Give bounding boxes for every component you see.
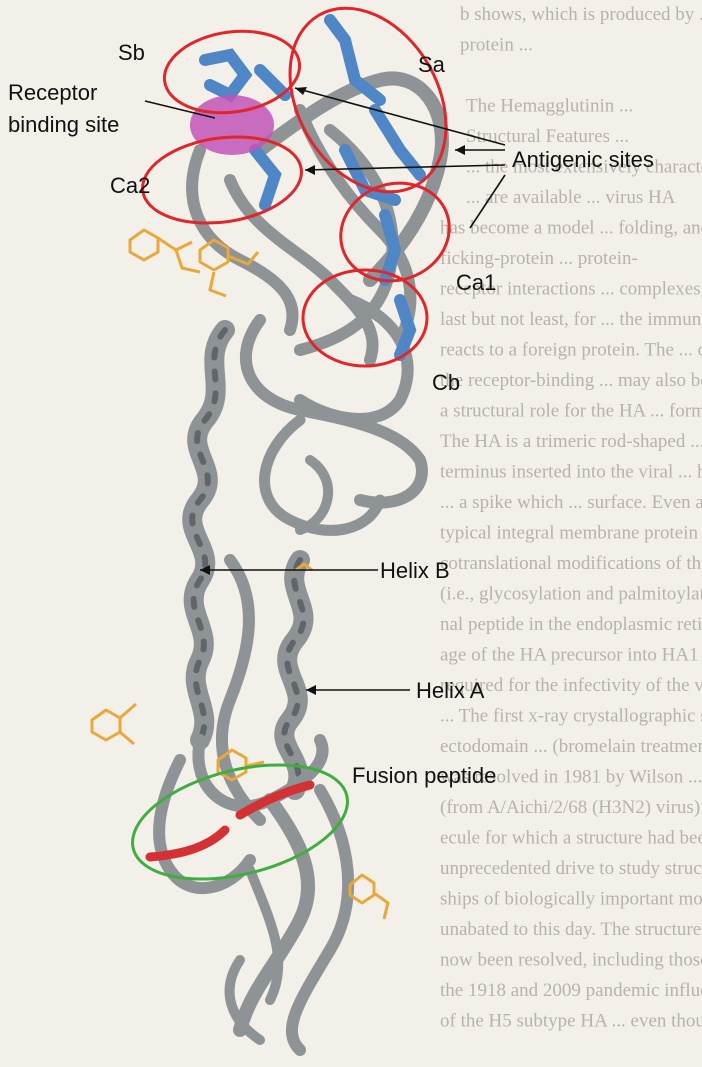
label-helix-a: Helix A: [416, 678, 485, 703]
background-text-line: now been resolved, including those of th…: [440, 950, 702, 971]
background-text-line: a structural role for the HA ... formati…: [440, 401, 702, 422]
background-text-line: terminus inserted into the viral ... hyd…: [440, 462, 702, 483]
background-text-line: (from A/Aichi/2/68 (H3N2) virus) was the…: [440, 797, 702, 818]
background-text-line: age of the HA precursor into HA1 and HA2…: [440, 645, 702, 666]
label-sb: Sb: [118, 40, 145, 65]
background-text-line: protein ...: [460, 35, 533, 56]
label-antigenic-sites: Antigenic sites: [512, 147, 654, 172]
background-text-line: The HA is a trimeric rod-shaped ... the …: [440, 431, 702, 452]
background-text-line: the 1918 and 2009 pandemic influenza vir…: [440, 980, 702, 1001]
background-text-line: b shows, which is produced by ... influe…: [460, 4, 702, 25]
background-text-line: Structural Features ...: [466, 126, 629, 147]
background-text-line: has become a model ... folding, and traf…: [440, 218, 702, 239]
label-receptor-line1: Receptor: [8, 80, 97, 105]
receptor-binding-site-blob: [190, 95, 274, 155]
label-ca1: Ca1: [456, 270, 496, 295]
background-text-line: nal peptide in the endoplasmic reticulum…: [440, 614, 702, 635]
background-text-line: unabated to this day. The structures of …: [440, 919, 702, 940]
label-receptor-line2: binding site: [8, 112, 119, 137]
label-sa: Sa: [418, 52, 446, 77]
background-text-line: (i.e., glycosylation and palmitoylation)…: [440, 584, 702, 605]
label-ca2: Ca2: [110, 173, 150, 198]
background-text-line: The Hemagglutinin ...: [466, 96, 633, 117]
background-text-line: last but not least, for ... the immune s…: [440, 309, 702, 330]
background-text-line: ... The first x-ray crystallographic str…: [440, 706, 702, 727]
background-text-line: of the H5 subtype HA ... even though: [440, 1011, 702, 1032]
background-text-line: cotranslational modifications of the pre…: [440, 553, 702, 574]
background-text-line: typical integral membrane protein ... wa…: [440, 523, 702, 544]
background-text-line: reacts to a foreign protein. The ... of …: [440, 340, 702, 361]
label-cb: Cb: [432, 370, 460, 395]
background-text-line: ... a spike which ... surface. Even a: [440, 492, 702, 513]
background-text-line: ficking-protein ... protein-: [440, 248, 638, 269]
background-text-line: ... are available ... virus HA: [466, 187, 676, 208]
background-text-line: ships of biologically important molecule…: [440, 889, 702, 910]
background-text-line: unprecedented drive to study structure-f…: [440, 858, 702, 879]
background-text-line: ectodomain ... (bromelain treatment): [440, 736, 702, 757]
sa-ellipse: [258, 0, 477, 220]
background-text-line: the receptor-binding ... may also be: [440, 370, 702, 391]
background-text-line: ecule for which a structure had been sol…: [440, 828, 702, 849]
label-fusion-peptide: Fusion peptide: [352, 763, 496, 788]
label-helix-b: Helix B: [380, 558, 450, 583]
